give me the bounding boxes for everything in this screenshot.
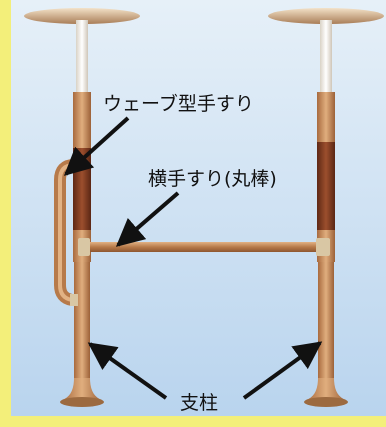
right-support-pole — [268, 8, 384, 407]
left-metal-upper — [76, 20, 88, 92]
left-bar-joint — [78, 238, 90, 256]
arrow-to-horizontal-handrail — [115, 191, 180, 247]
right-ceiling-plate — [268, 8, 384, 24]
left-foot-flare — [62, 378, 102, 400]
right-foot-base — [304, 397, 348, 407]
right-lower-shaft — [318, 262, 334, 382]
arrow-to-wave-handrail — [63, 116, 130, 176]
left-ceiling-plate — [24, 8, 140, 24]
right-metal-upper — [320, 20, 332, 92]
label-wave-handrail: ウェーブ型手すり — [103, 92, 254, 115]
label-horizontal-handrail: 横手すり(丸棒) — [148, 168, 277, 190]
label-support-pole: 支柱 — [180, 392, 218, 414]
right-dark-grip — [317, 142, 335, 230]
left-support-pole — [24, 8, 140, 407]
left-foot-base — [60, 397, 104, 407]
arrow-to-left-pole — [87, 342, 168, 400]
right-foot-flare — [306, 378, 346, 400]
left-lower-shaft — [74, 262, 90, 382]
arrow-to-right-pole — [242, 341, 323, 400]
right-bar-joint — [316, 238, 330, 256]
wave-lower-bracket — [70, 294, 78, 306]
